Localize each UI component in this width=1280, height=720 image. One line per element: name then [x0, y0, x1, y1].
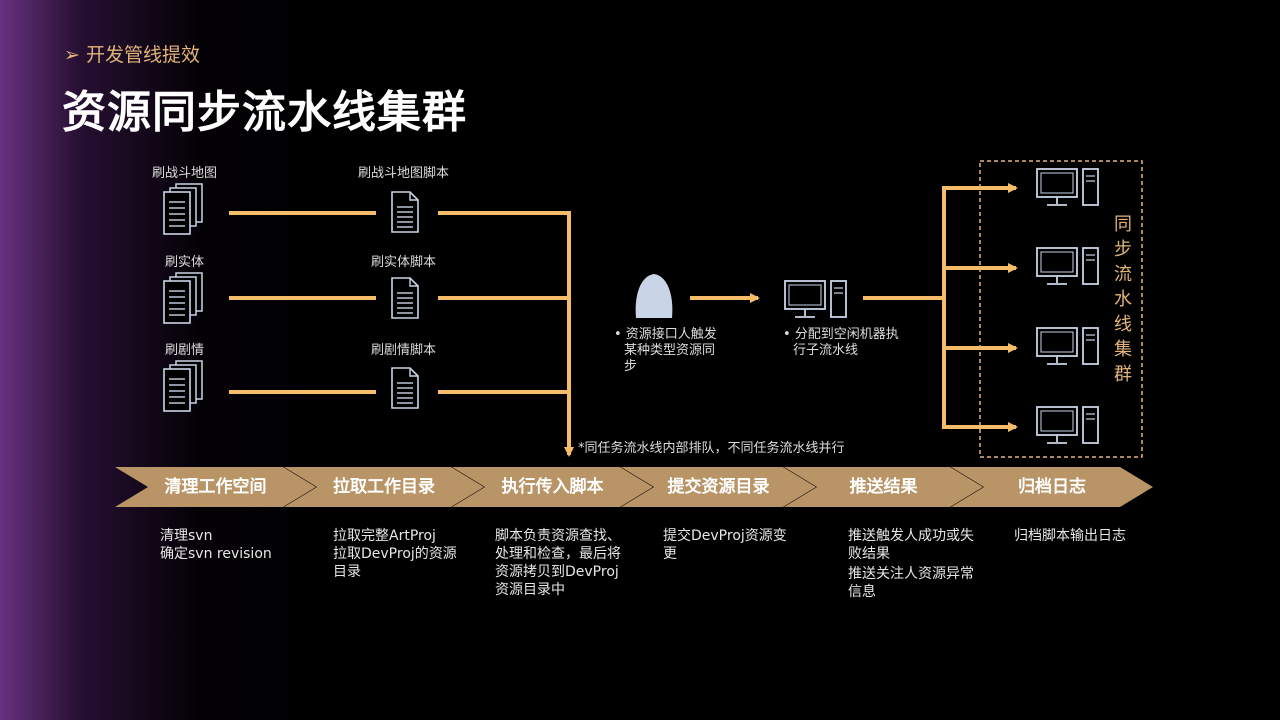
stage-chevron [284, 467, 484, 507]
stage-label: 推送结果 [849, 477, 918, 497]
cluster-label: 同 步 流 水 线 集 群 [1114, 214, 1132, 385]
computer-icon [1036, 247, 1099, 285]
page-title: 资源同步流水线集群 [62, 87, 467, 138]
trigger-note: • 资源接口人触发 某种类型资源同 步 [614, 327, 717, 374]
computer-icon [1036, 327, 1099, 365]
input-label: 刷剧情 [165, 343, 205, 358]
user-icon [635, 274, 673, 318]
computer-icon [1036, 406, 1099, 444]
stage-chevron [951, 467, 1153, 507]
cluster-box [979, 160, 1143, 458]
input-label: 刷实体 [165, 255, 205, 270]
stage-label: 提交资源目录 [667, 477, 770, 497]
script-label: 刷剧情脚本 [371, 343, 437, 358]
stage-label: 清理工作空间 [164, 477, 267, 497]
stage-description: 拉取完整ArtProj 拉取DevProj的资源 目录 [333, 528, 457, 580]
document-icon [391, 367, 419, 409]
stage-description: 脚本负责资源查找、 处理和检查，最后将 资源拷贝到DevProj 资源目录中 [495, 528, 621, 598]
stage-chevron [452, 467, 653, 507]
computer-icon [784, 280, 847, 318]
assign-note: • 分配到空闲机器执 行子流水线 [783, 327, 899, 358]
stage-description: 清理svn 确定svn revision [160, 528, 272, 562]
document-stack-icon [163, 183, 203, 235]
computer-icon [1036, 168, 1099, 206]
stage-label: 执行传入脚本 [501, 477, 604, 497]
stage-chevron [621, 467, 816, 507]
script-label: 刷战斗地图脚本 [358, 166, 450, 181]
stage-label: 拉取工作目录 [333, 477, 435, 497]
stage-chevron [115, 467, 316, 507]
queue-note: *同任务流水线内部排队，不同任务流水线并行 [578, 441, 845, 456]
script-label: 刷实体脚本 [371, 255, 437, 270]
document-stack-icon [163, 360, 203, 412]
section-subtitle: ➢ 开发管线提效 [64, 44, 200, 66]
document-icon [391, 277, 419, 319]
stage-description: 归档脚本输出日志 [1014, 528, 1126, 544]
stage-description: 推送触发人成功或失 败结果 推送关注人资源异常 信息 [848, 528, 974, 600]
stage-description: 提交DevProj资源变 更 [663, 528, 787, 562]
document-stack-icon [163, 272, 203, 324]
stage-label: 归档日志 [1018, 477, 1086, 497]
document-icon [391, 191, 419, 233]
input-label: 刷战斗地图 [152, 166, 218, 181]
stage-chevron [784, 467, 983, 507]
